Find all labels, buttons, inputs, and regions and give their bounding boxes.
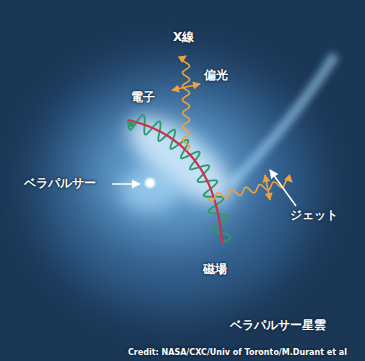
pulsar bbox=[145, 178, 155, 188]
electron-dot bbox=[128, 121, 134, 127]
credit-text: Credit: NASA/CXC/Univ of Toronto/M.Duran… bbox=[128, 348, 347, 358]
polarization-label: 偏光 bbox=[204, 68, 228, 82]
pulsar-pointer bbox=[112, 183, 140, 185]
electron-label: 電子 bbox=[131, 90, 155, 104]
bright-arc bbox=[115, 101, 245, 218]
magnetic-field-line bbox=[128, 120, 222, 243]
pulsar-label: ベラパルサー bbox=[24, 176, 96, 190]
electron-helix bbox=[128, 115, 230, 243]
polarization-arrow bbox=[172, 84, 200, 90]
jet-label: ジェット bbox=[290, 208, 338, 222]
field-illustration bbox=[128, 56, 292, 243]
xray-label: X線 bbox=[173, 30, 194, 44]
inner-glow bbox=[120, 168, 180, 212]
xray-wave bbox=[183, 56, 190, 150]
nebula-label: ベラパルサー星雲 bbox=[230, 318, 326, 332]
magnetic-field-label: 磁場 bbox=[203, 262, 227, 276]
jet-pointer bbox=[270, 170, 296, 206]
polarization-arrow bbox=[265, 175, 270, 200]
jet-wisp bbox=[230, 55, 335, 185]
